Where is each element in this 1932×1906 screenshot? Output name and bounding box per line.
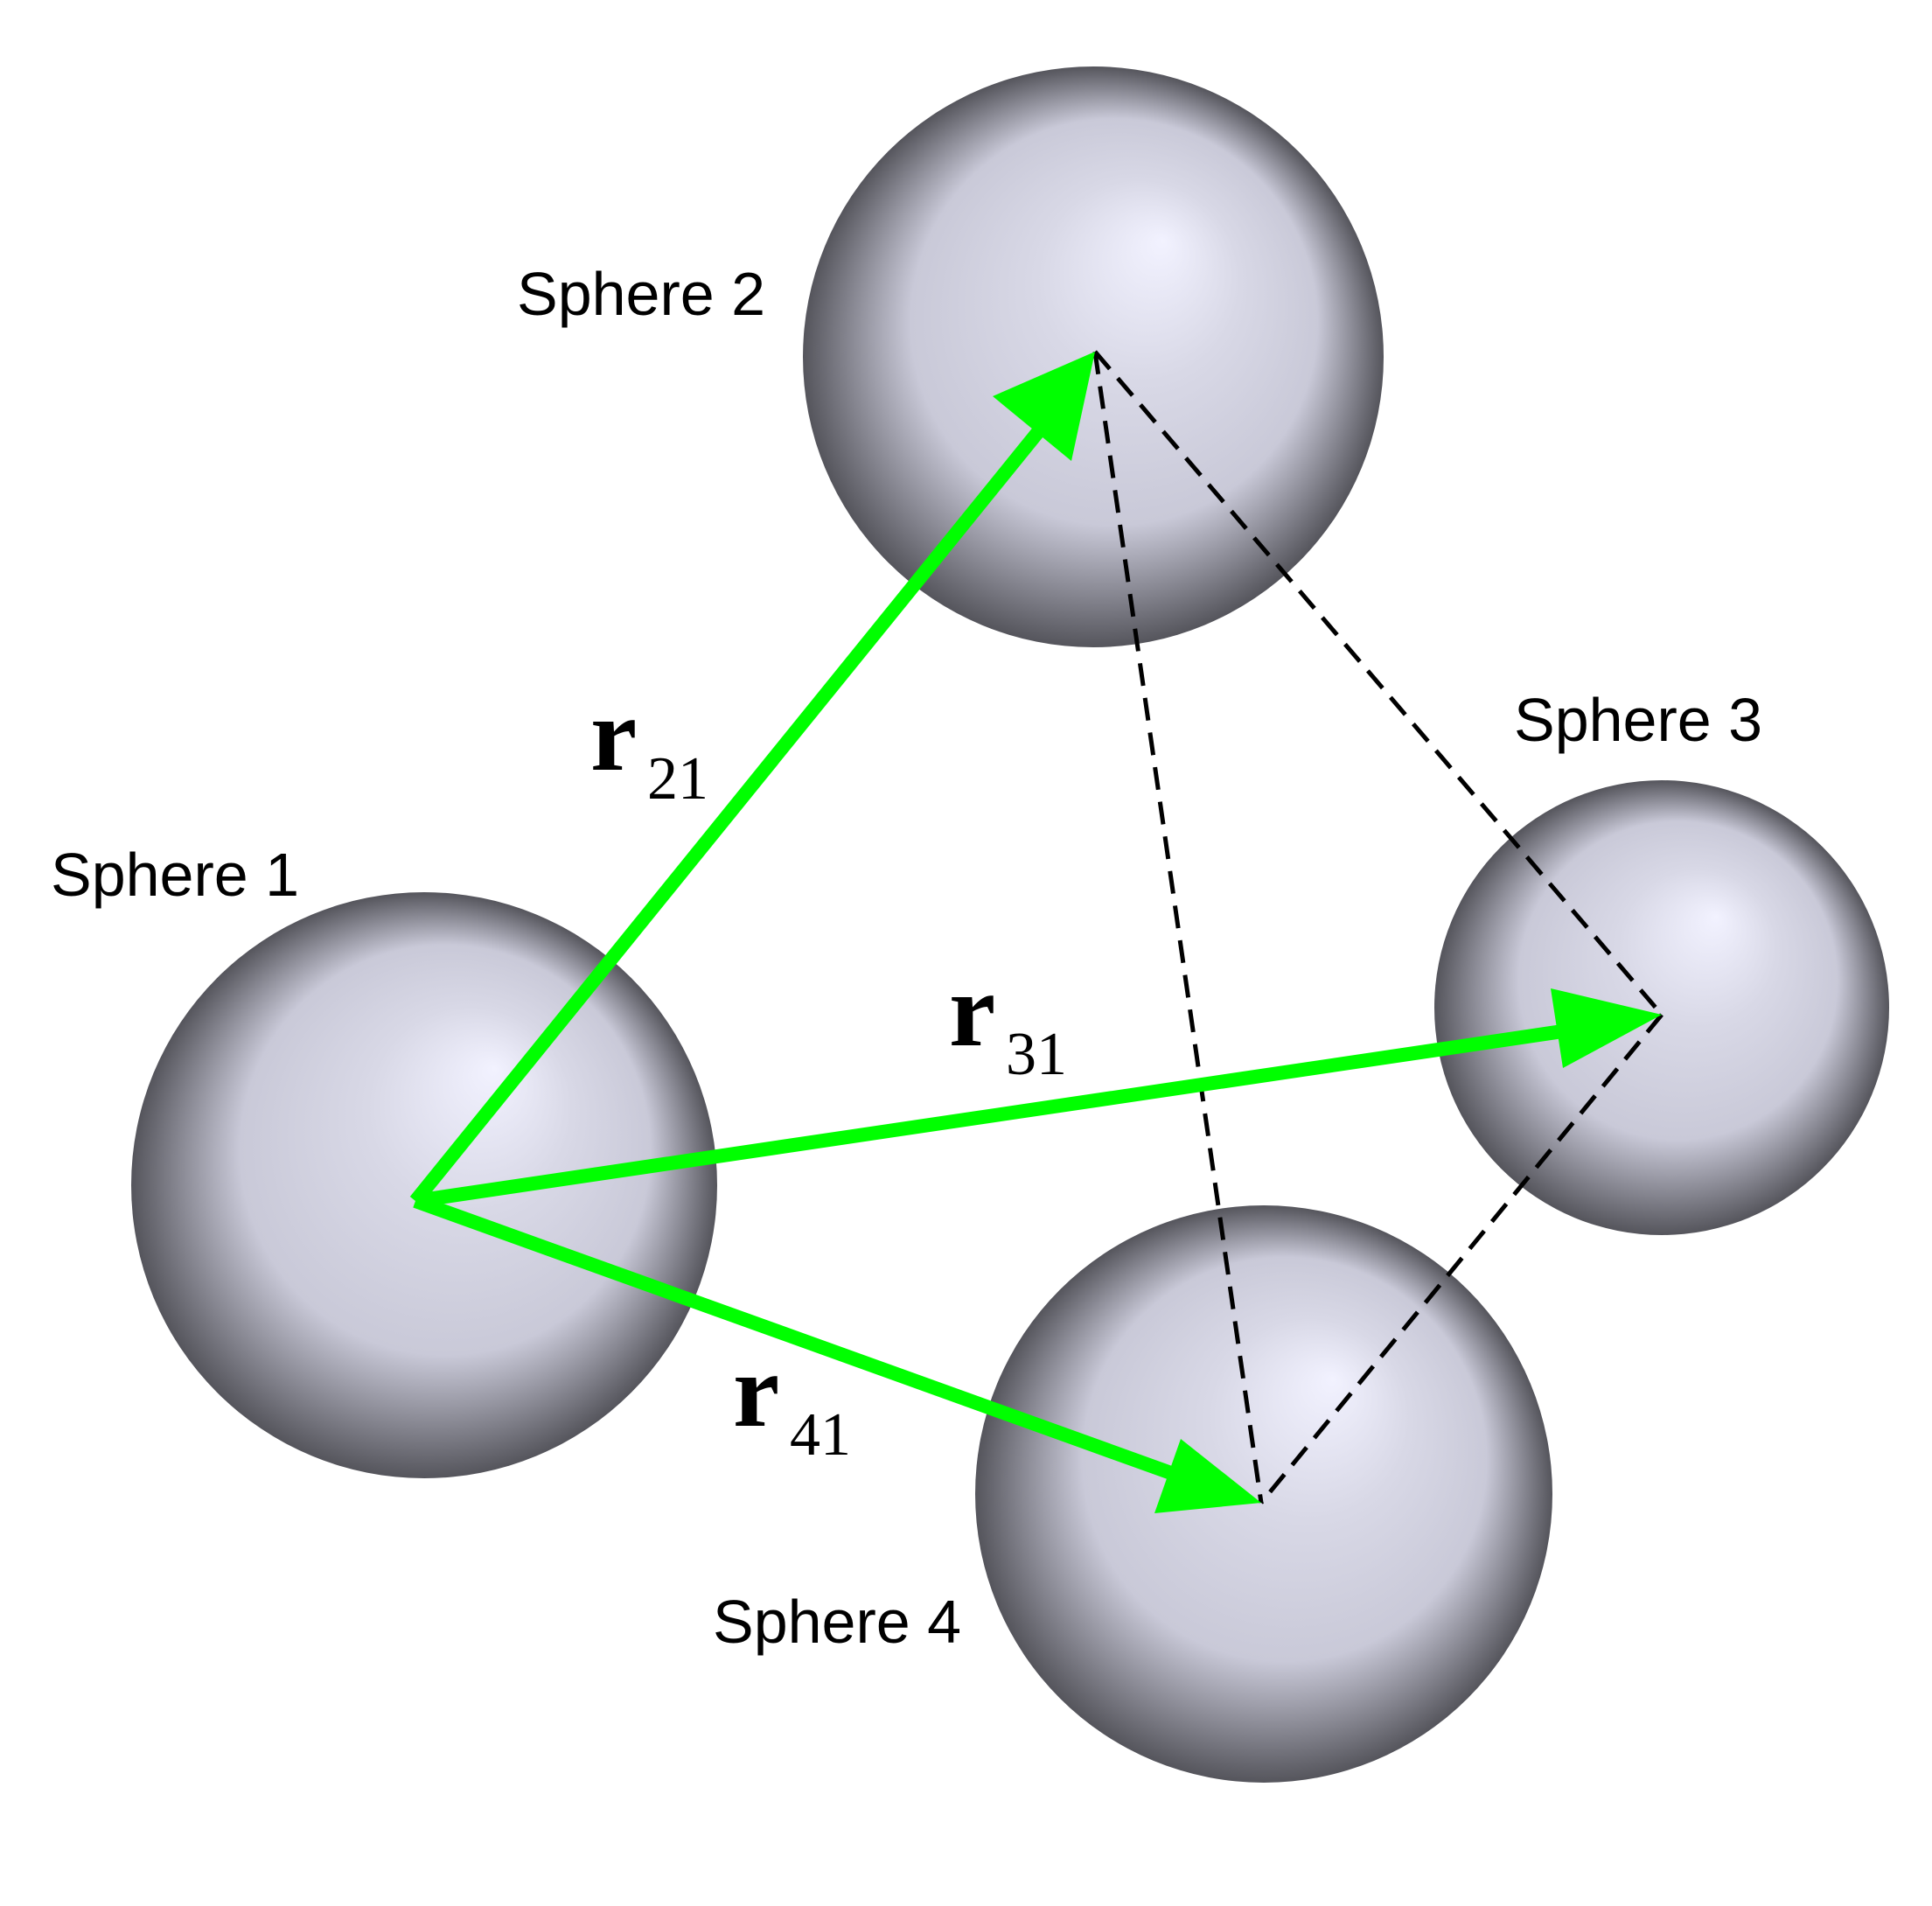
- vector-r31-subscript: 31: [1006, 1021, 1067, 1088]
- sphere-4-label: Sphere 4: [713, 1588, 961, 1656]
- vector-r41-arrowhead: [1154, 1439, 1261, 1513]
- sphere-4: [975, 1205, 1552, 1783]
- sphere-2-label: Sphere 2: [517, 260, 765, 328]
- vector-r41-shaft: [413, 1194, 1183, 1484]
- dashed-edge-2-3: [1093, 350, 1663, 1016]
- vector-r31-shaft: [414, 1023, 1576, 1208]
- vector-r41-symbol: r: [733, 1332, 779, 1449]
- vector-r31-label: r 31: [949, 952, 1067, 1088]
- vector-r31-arrowhead: [1551, 988, 1662, 1068]
- vector-r21-label: r 21: [590, 676, 708, 813]
- vector-r41-label: r 41: [733, 1332, 851, 1469]
- vector-r21-arrowhead: [993, 352, 1095, 461]
- sphere-3: [1434, 780, 1889, 1235]
- vector-r21-shaft: [409, 423, 1047, 1206]
- sphere-3-label: Sphere 3: [1514, 686, 1762, 754]
- vector-r21-arrow: [409, 352, 1095, 1206]
- sphere-1-label: Sphere 1: [51, 841, 299, 909]
- vector-r41-subscript: 41: [790, 1401, 851, 1469]
- vector-r41-arrow: [413, 1194, 1261, 1513]
- vector-r31-symbol: r: [949, 952, 995, 1068]
- dashed-edge-2-4: [1092, 351, 1264, 1504]
- vector-r31-arrow: [414, 988, 1662, 1208]
- vector-r21-symbol: r: [590, 676, 637, 792]
- dashed-edge-3-4: [1259, 1013, 1663, 1505]
- vector-r21-subscript: 21: [647, 745, 708, 813]
